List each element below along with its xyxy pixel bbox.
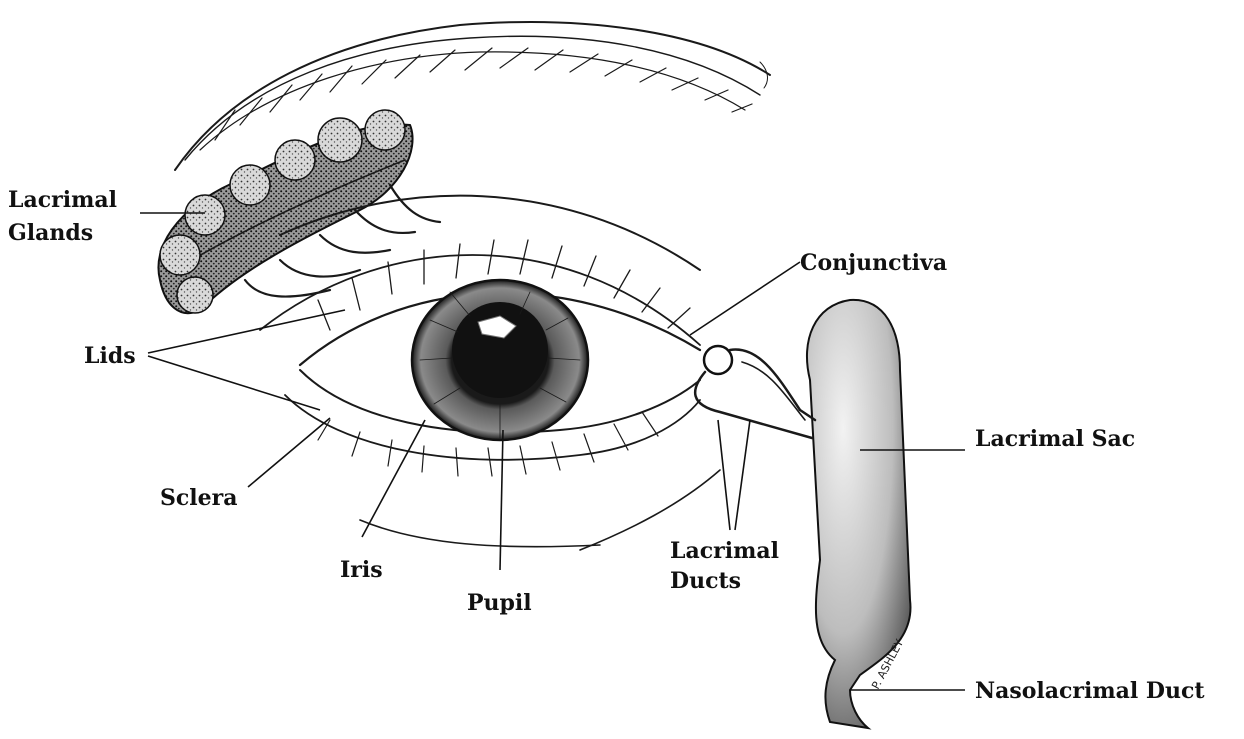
lacrimal-gland-illustration [158, 110, 440, 313]
eyebrow-illustration [175, 22, 770, 170]
label-conjunctiva: Conjunctiva [800, 250, 947, 276]
label-lacrimal-glands-line1: Lacrimal [8, 187, 117, 213]
eyeball-illustration [412, 280, 588, 440]
label-pupil: Pupil [467, 590, 532, 616]
label-iris: Iris [340, 557, 383, 583]
label-lacrimal-sac: Lacrimal Sac [975, 426, 1135, 452]
label-lacrimal-ducts-line2: Ducts [670, 568, 741, 594]
label-lacrimal-ducts-line1: Lacrimal [670, 538, 779, 564]
label-lids: Lids [84, 343, 136, 369]
label-sclera: Sclera [160, 485, 237, 511]
label-nasolacrimal-duct: Nasolacrimal Duct [975, 678, 1205, 704]
label-lacrimal-glands-line2: Glands [8, 220, 93, 246]
